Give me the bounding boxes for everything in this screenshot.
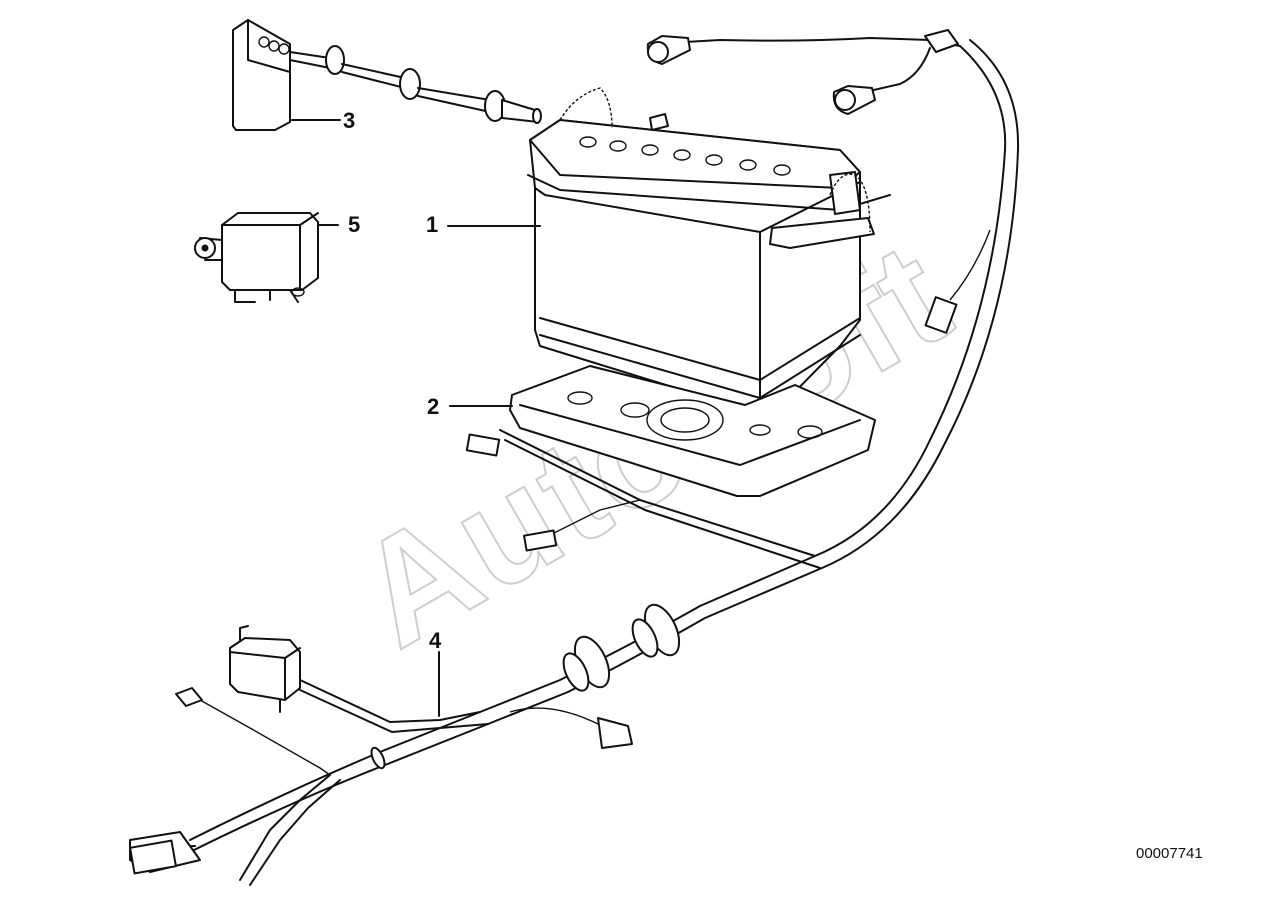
- part-3-fuse-holder-cable: [232, 19, 542, 131]
- part-5-relay: [194, 212, 339, 303]
- callout-4: 4: [429, 628, 442, 653]
- part-1-battery: [447, 87, 891, 415]
- part-4-wiring-harness: [129, 29, 1020, 886]
- callout-5: 5: [348, 212, 361, 237]
- part-2-battery-tray: [449, 365, 876, 497]
- callout-2: 2: [427, 394, 440, 419]
- document-number: 00007741: [1136, 845, 1203, 862]
- callout-1: 1: [426, 212, 439, 237]
- callout-3: 3: [343, 108, 356, 133]
